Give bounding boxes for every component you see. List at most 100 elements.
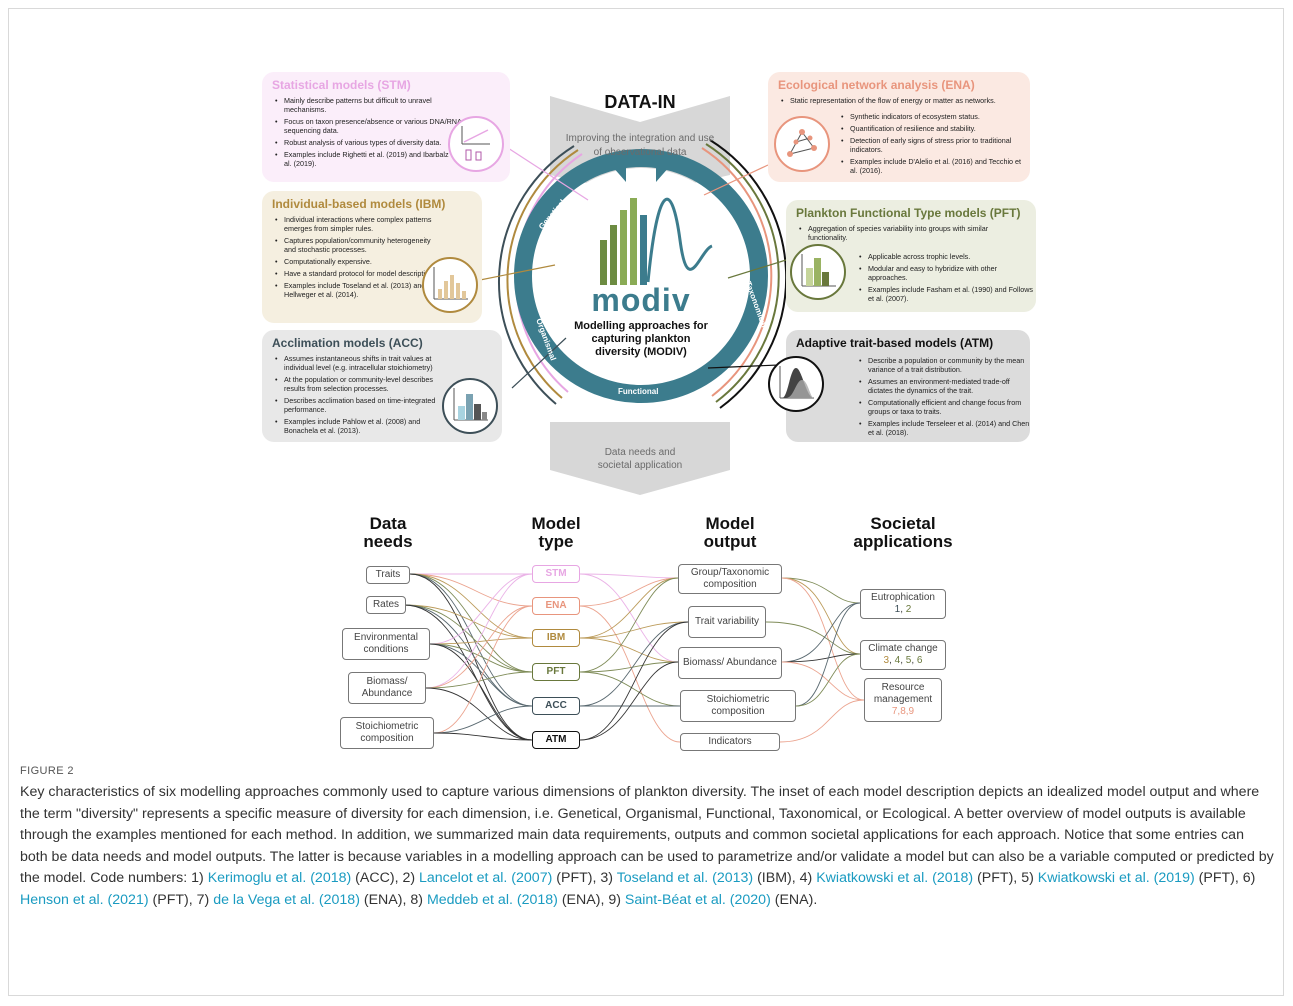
atm-bullet-2: Assumes an environment-mediated trade-of… (859, 377, 1032, 395)
model-type-acc: ACC (532, 697, 580, 715)
caption-seg-8: (ENA), 9) (557, 891, 625, 908)
data-need-environmental: Environmental conditions (342, 628, 430, 660)
ibm-bullet-3: Computationally expensive. (275, 257, 444, 266)
pft-bullet-2: Applicable across trophic levels. (859, 252, 1038, 261)
schematic-background (479, 96, 803, 495)
code-2: 2 (905, 604, 912, 615)
data-out-subtitle: Data needs and societal application (597, 447, 683, 471)
caption-text: Key characteristics of six modelling app… (20, 782, 1275, 911)
data-out-arrow (550, 422, 730, 495)
stm-bullet-1: Mainly describe patterns but difficult t… (275, 96, 462, 114)
data-need-traits: Traits (366, 566, 410, 584)
atm-inset (768, 356, 824, 412)
pft-bullet-3: Modular and easy to hybridize with other… (859, 264, 1038, 282)
figure-label: FIGURE 2 (20, 765, 74, 777)
ibm-inset (422, 257, 478, 313)
header-model-output: Model output (703, 514, 757, 551)
societal-climate-codes: 3, 4, 5, 6 (883, 655, 923, 666)
ena-bullet-1: Static representation of the flow of ene… (781, 96, 1020, 105)
caption-seg-1: (ACC), 2) (351, 870, 420, 886)
header-societal: Societal applications (853, 514, 953, 551)
atm-bullet-3: Computationally efficient and change foc… (859, 398, 1032, 416)
acc-inset (442, 378, 498, 434)
caption-seg-6: (PFT), 7) (148, 891, 214, 908)
atm-bullet-1: Describe a population or community by th… (859, 356, 1032, 374)
code-5: 5 (905, 655, 912, 666)
code-3: 3 (883, 655, 890, 666)
societal-eutrophication: Eutrophication 1, 2 (860, 589, 946, 619)
ibm-title: Individual-based models (IBM) (272, 197, 446, 211)
center-title: Modelling approaches for capturing plank… (574, 320, 708, 358)
stm-inset (448, 116, 504, 172)
acc-bullet-2: At the population or community-level des… (275, 375, 454, 393)
societal-climate-label: Climate change (868, 643, 938, 654)
ibm-bullet-1: Individual interactions where complex pa… (275, 215, 444, 233)
societal-resource-codes: 7,8,9 (891, 706, 915, 717)
output-stoichiometric: Stoichiometric composition (680, 690, 796, 722)
output-trait-variability: Trait variability (688, 606, 766, 638)
ref-6[interactable]: Henson et al. (2021) (20, 891, 149, 908)
stm-title: Statistical models (STM) (272, 78, 411, 92)
data-need-biomass: Biomass/ Abundance (348, 672, 426, 704)
acc-inset-plot (453, 388, 488, 421)
societal-eutrophication-label: Eutrophication (871, 592, 935, 603)
logo-text: modiv (591, 282, 691, 318)
ibm-box: Individual-based models (IBM) Individual… (262, 191, 482, 323)
pft-inset (790, 244, 846, 300)
atm-bullet-4: Examples include Terseleer et al. (2014)… (859, 419, 1032, 437)
figure-frame (8, 8, 1284, 996)
acc-bullet-4: Examples include Pahlow et al. (2008) an… (275, 417, 454, 435)
model-type-ena: ENA (532, 597, 580, 615)
pft-box: Plankton Functional Type models (PFT) Ag… (786, 200, 1036, 312)
model-type-stm: STM (532, 565, 580, 583)
model-type-pft: PFT (532, 663, 580, 681)
stm-bullet-4: Examples include Righetti et al. (2019) … (275, 150, 462, 168)
stm-box: Statistical models (STM) Mainly describe… (262, 72, 510, 182)
acc-box: Acclimation models (ACC) Assumes instant… (262, 330, 502, 442)
data-need-stoichiometric: Stoichiometric composition (340, 717, 434, 749)
stm-bullet-3: Robust analysis of various types of dive… (275, 138, 462, 147)
ena-inset (774, 116, 830, 172)
ref-9[interactable]: Saint-Béat et al. (2020) (624, 891, 771, 908)
ena-box: Ecological network analysis (ENA) Static… (768, 72, 1030, 182)
code-4: 4 (894, 655, 901, 666)
ena-title: Ecological network analysis (ENA) (778, 78, 975, 92)
ena-bullet-2: Synthetic indicators of ecosystem status… (841, 112, 1030, 121)
ena-bullet-5: Examples include D'Alelio et al. (2016) … (841, 157, 1030, 175)
ref-4[interactable]: Kwiatkowski et al. (2018) (816, 870, 974, 886)
ref-1[interactable]: Kerimoglu et al. (2018) (207, 870, 352, 886)
output-biomass: Biomass/ Abundance (678, 647, 782, 679)
pft-title: Plankton Functional Type models (PFT) (796, 206, 1021, 220)
caption-seg-7: (ENA), 8) (359, 891, 427, 908)
ref-5[interactable]: Kwiatkowski et al. (2019) (1037, 870, 1195, 886)
output-group-taxonomic: Group/Taxonomic composition (678, 564, 782, 594)
pft-bullet-4: Examples include Fasham et al. (1990) an… (859, 285, 1038, 303)
atm-inset-plot (779, 366, 814, 399)
ena-bullet-4: Detection of early signs of stress prior… (841, 136, 1030, 154)
caption-seg-3: (IBM), 4) (753, 870, 817, 886)
figure-caption: FIGURE 2 Key characteristics of six mode… (20, 765, 1275, 911)
code-1: 1 (894, 604, 901, 615)
caption-seg-5: (PFT), 6) (1194, 870, 1256, 886)
caption-seg-2: (PFT), 3) (552, 870, 617, 886)
caption-seg-4: (PFT), 5) (973, 870, 1038, 886)
ref-7[interactable]: de la Vega et al. (2018) (213, 891, 360, 908)
ref-2[interactable]: Lancelot et al. (2007) (419, 870, 553, 886)
ref-8[interactable]: Meddeb et al. (2018) (426, 891, 558, 908)
pft-bullet-1: Aggregation of species variability into … (799, 224, 1026, 242)
code-6: 6 (916, 655, 923, 666)
output-indicators: Indicators (680, 733, 780, 751)
data-need-rates: Rates (366, 596, 406, 614)
societal-climate-change: Climate change 3, 4, 5, 6 (860, 640, 946, 670)
ena-bullet-3: Quantification of resilience and stabili… (841, 124, 1030, 133)
network-links (403, 573, 865, 743)
caption-seg-9: (ENA). (770, 891, 818, 908)
data-in-subtitle: Improving the integration and use of obs… (565, 133, 715, 158)
ring-label-functional: Functional (618, 387, 659, 396)
ref-3[interactable]: Toseland et al. (2013) (616, 870, 754, 886)
stm-bullet-2: Focus on taxon presence/absence or vario… (275, 117, 462, 135)
atm-title: Adaptive trait-based models (ATM) (796, 336, 994, 350)
model-type-atm: ATM (532, 731, 580, 749)
pft-inset-plot (801, 254, 836, 287)
model-type-ibm: IBM (532, 629, 580, 647)
